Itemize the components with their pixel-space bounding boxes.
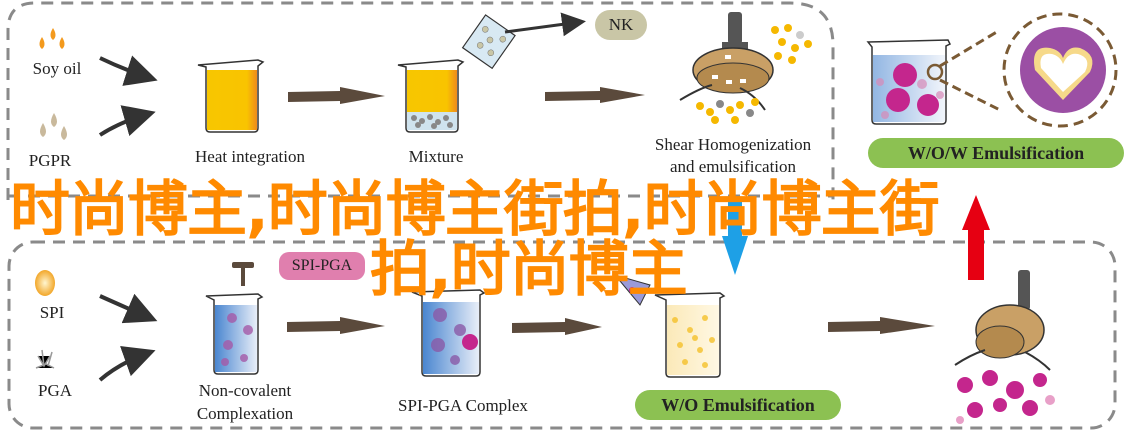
spi-label: SPI [39, 303, 65, 322]
shear-homogenization-label: Shear Homogenization [654, 135, 812, 154]
soy-oil-label: Soy oil [32, 59, 82, 78]
arrow-right [287, 317, 385, 334]
wo-emulsification-badge: W/O Emulsification [635, 390, 841, 420]
homogenizer-icon [679, 12, 774, 111]
blue-down-arrow [722, 200, 748, 275]
wo-beaker [654, 292, 726, 378]
red-up-arrow [962, 195, 990, 280]
arrow-right [828, 317, 935, 334]
stirrer-icon [232, 262, 254, 286]
spi-pga-complex-label: SPI-PGA Complex [398, 396, 528, 415]
overlay-text-line2: 拍,时尚博主 [370, 235, 688, 305]
pga-label: PGA [37, 381, 73, 400]
pgpr-drops-icon [40, 113, 67, 140]
arrow-right [512, 318, 602, 335]
pga-icon [35, 349, 55, 369]
spi-icon [35, 270, 55, 296]
wow-droplets-bottom [956, 370, 1055, 424]
heat-integration-label: Heat integration [195, 147, 305, 166]
emulsion-droplets [696, 24, 812, 124]
soy-oil-drops-icon [39, 28, 65, 49]
complexation-label: Complexation [196, 404, 294, 423]
nk-pouring-beaker [461, 14, 516, 70]
overlay-text-line1: 时尚博主,时尚博主街拍,时尚博主街 [10, 175, 940, 245]
non-covalent-beaker [205, 293, 264, 375]
spi-pga-tag-label: SPI-PGA [291, 257, 353, 274]
arrow-right [545, 87, 645, 103]
top-dashed-box [6, 1, 835, 200]
emulsification-label: and emulsification [669, 157, 797, 176]
mixture-beaker [397, 59, 465, 133]
heat-integration-beaker [197, 59, 265, 133]
arrow-right [288, 87, 385, 104]
pgpr-label: PGPR [28, 151, 72, 170]
spi-pga-tag [279, 252, 365, 280]
homogenizer-icon-bottom [954, 270, 1051, 371]
wow-beaker [866, 39, 952, 125]
non-covalent-label: Non-covalent [198, 381, 292, 400]
spi-pga-beaker [411, 289, 486, 377]
mixture-label: Mixture [408, 147, 464, 166]
bottom-dashed-box [7, 240, 1117, 430]
wow-emulsification-badge: W/O/W Emulsification [868, 138, 1124, 168]
pouring-funnel-icon [613, 274, 651, 306]
magnified-droplet-outline [1002, 12, 1118, 128]
nk-badge: NK [595, 10, 647, 40]
